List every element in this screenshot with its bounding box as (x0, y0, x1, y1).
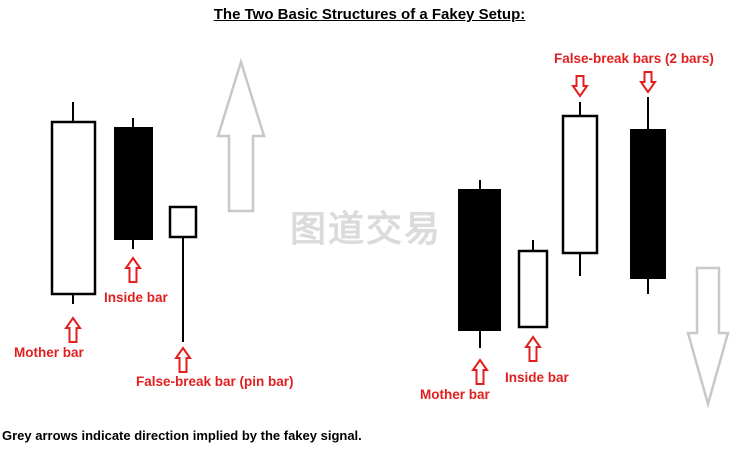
right-false-break-bar-1 (561, 102, 599, 276)
right-mother-red-arrow (472, 359, 488, 385)
right-inside-label: Inside bar (505, 370, 569, 385)
right-fb2-red-arrow (640, 71, 656, 93)
left-inside-red-arrow (125, 257, 141, 283)
grey-down-arrow-shape (686, 266, 730, 409)
left-inside-bar (114, 118, 153, 249)
page-title: The Two Basic Structures of a Fakey Setu… (213, 6, 526, 23)
grey-up-arrow (216, 57, 266, 213)
watermark: 图道交易 (290, 209, 443, 250)
left-inside-label: Inside bar (104, 290, 168, 305)
left-pin-red-arrow (175, 347, 191, 373)
left-mother-label: Mother bar (14, 345, 84, 360)
left-false-break-label: False-break bar (pin bar) (136, 374, 294, 389)
caption: Grey arrows indicate direction implied b… (2, 428, 362, 443)
right-mother-bar (458, 180, 501, 348)
right-false-break-label: False-break bars (2 bars) (554, 51, 714, 66)
right-fb1-red-arrow (572, 75, 588, 97)
right-false-break-bar-2 (630, 97, 666, 294)
left-mother-red-arrow (65, 317, 81, 343)
right-inside-bar (517, 240, 549, 329)
left-pin-bar (168, 205, 198, 342)
right-structure (458, 71, 730, 409)
right-mother-label: Mother bar (420, 387, 490, 402)
left-mother-bar (50, 102, 97, 304)
left-structure (50, 57, 266, 373)
right-inside-red-arrow (525, 336, 541, 362)
